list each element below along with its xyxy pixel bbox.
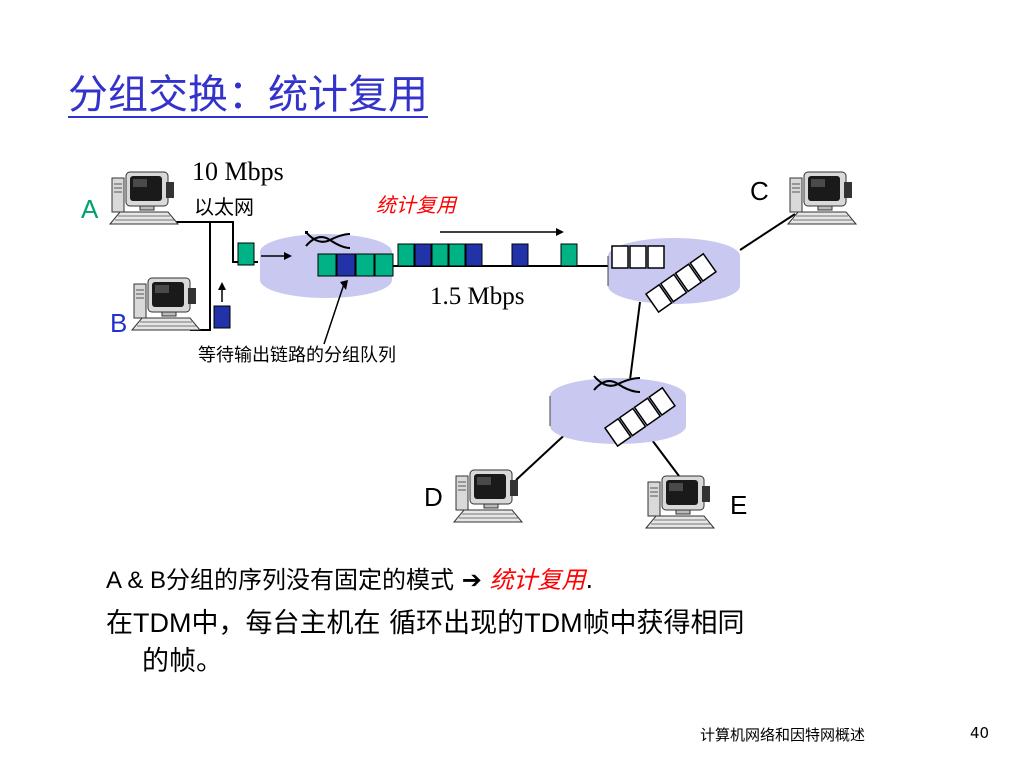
computer-c-icon bbox=[787, 171, 857, 225]
bullet-2: 在TDM中，每台主机在 循环出现的TDM帧中获得相同 的帧。 bbox=[106, 604, 936, 681]
host-label-e: E bbox=[730, 490, 747, 520]
packet-from-b bbox=[213, 305, 231, 329]
host-label-d: D bbox=[424, 482, 443, 512]
link-speed-label: 1.5 Mbps bbox=[430, 283, 524, 310]
footer-text: 计算机网络和因特网概述 bbox=[700, 726, 866, 744]
computer-d-icon bbox=[453, 469, 523, 523]
host-label-a: A bbox=[81, 194, 99, 224]
packet-queue-router-1 bbox=[317, 253, 394, 277]
host-label-c: C bbox=[750, 176, 769, 206]
computer-b-icon bbox=[131, 277, 201, 331]
bullet-2-part-a: 在 bbox=[106, 608, 133, 639]
computer-a-icon bbox=[109, 171, 179, 225]
bullet-2-part-d: 的帧。 bbox=[142, 646, 223, 677]
computer-e-icon bbox=[645, 475, 715, 529]
bullet-1-emphasis: 统计复用 bbox=[489, 566, 586, 594]
bullet-1-end: . bbox=[585, 566, 594, 594]
network-diagram: A B C D E 10 Mbps 以太网 统计复用 1.5 Mbps 等待输出… bbox=[81, 157, 857, 529]
link-a-speed: 10 Mbps bbox=[192, 157, 284, 186]
host-label-b: B bbox=[110, 308, 127, 338]
queue-label: 等待输出链路的分组队列 bbox=[198, 345, 396, 366]
bullet-2-part-b: 中，每台主机在 循环出现的 bbox=[191, 608, 525, 639]
bullet-1-text: 分组的序列没有固定的模式 bbox=[166, 566, 455, 594]
queue-router-de bbox=[603, 386, 677, 448]
bullet-1: A & B分组的序列没有固定的模式 ➔ 统计复用. bbox=[106, 560, 593, 595]
stat-mux-label: 统计复用 bbox=[376, 193, 458, 217]
packets-on-link bbox=[397, 243, 578, 267]
arrow-icon: ➔ bbox=[461, 566, 482, 594]
link-a-type: 以太网 bbox=[194, 195, 254, 219]
page-number: 40 bbox=[970, 724, 990, 742]
packet-from-a bbox=[237, 242, 255, 266]
bullet-2-tdm-1: TDM bbox=[133, 608, 192, 638]
queue-pointer bbox=[323, 283, 345, 345]
bullet-2-tdm-2: TDM bbox=[524, 608, 583, 638]
bullet-2-part-c: 帧中获得相同 bbox=[582, 608, 745, 639]
queue-router-c bbox=[611, 245, 718, 314]
slide-title: 分组交换：统计复用 bbox=[68, 72, 428, 118]
bullet-1-hosts: A & B bbox=[106, 567, 167, 594]
